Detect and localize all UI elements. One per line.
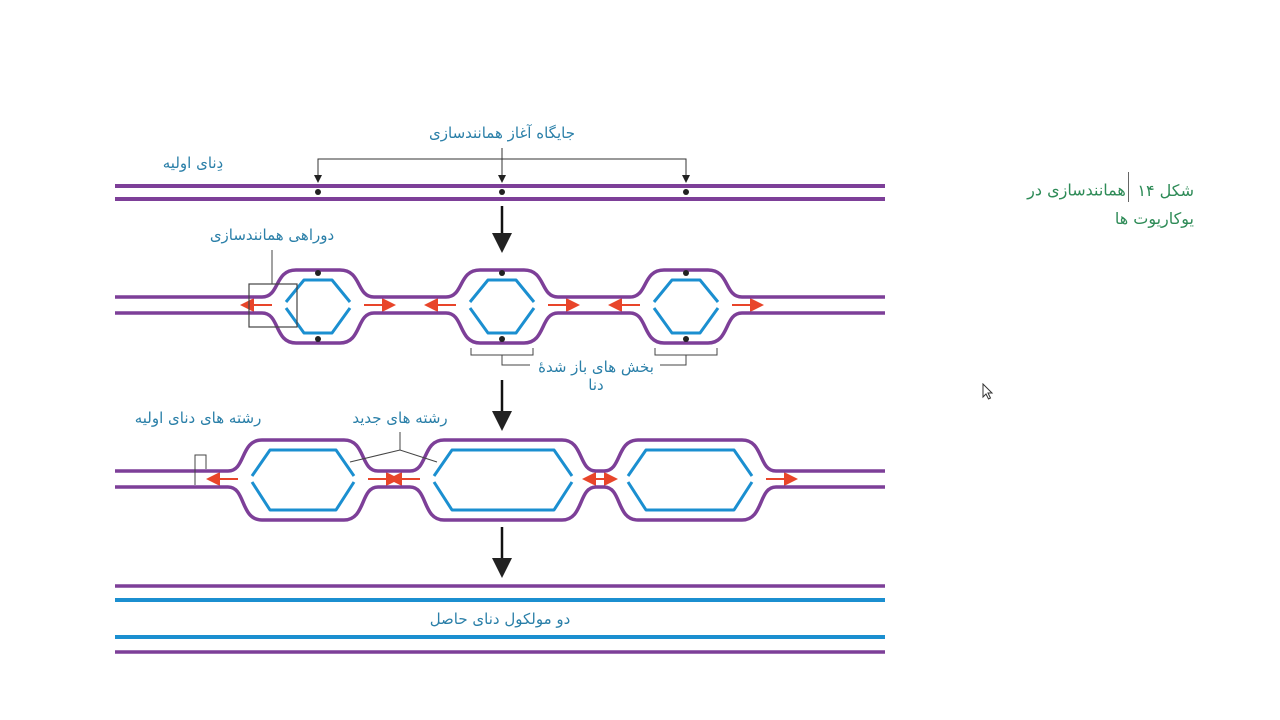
origin-dot [315, 336, 321, 342]
origin-dot [683, 270, 689, 276]
origin-dot [315, 270, 321, 276]
row2-parent-strand-bottom [115, 311, 885, 345]
fork-highlight-box [248, 283, 298, 328]
unwound-line2: دنا [588, 376, 604, 394]
new-strand-top [284, 278, 352, 303]
unwound-line1: بخش های باز شدۀ [538, 358, 654, 376]
caption-line1: همانندسازی در [1027, 180, 1126, 200]
new-strand-bottom [284, 307, 352, 335]
figure-caption: شکل ۱۴ همانندسازی در یوکاریوت ها [1027, 172, 1194, 232]
unwound-regions-label: بخش های باز شدۀ دنا [538, 358, 654, 394]
parent-strands-label: رشته های دنای اولیه [134, 409, 262, 427]
new-strand-bottom [468, 307, 536, 335]
parent-dna-label: دِنای اولیه [162, 154, 224, 172]
new-strand-bottom [652, 307, 720, 335]
unwound-leader-1 [501, 355, 530, 366]
origin-dot [499, 336, 505, 342]
origin-dot [683, 189, 689, 195]
caption-divider [1127, 172, 1130, 202]
new-strand-bottom [432, 481, 574, 512]
unwound-leader-2 [660, 355, 687, 366]
origin-dot [683, 336, 689, 342]
new-strand-top [432, 448, 574, 477]
caption-line2: یوکاریوت ها [1114, 209, 1194, 228]
new-strand-bottom [626, 481, 754, 512]
new-strand-top [626, 448, 754, 477]
new-strand-top [250, 448, 356, 477]
origin-label: جایگاه آغاز همانندسازی [429, 124, 575, 142]
row3-parent-strand-top [115, 438, 885, 473]
mouse-cursor-icon [982, 383, 994, 400]
origin-dot [315, 189, 321, 195]
origin-dot [499, 270, 505, 276]
unwound-bracket-1 [470, 348, 534, 356]
new-strands-label: رشته های جدید [352, 409, 448, 427]
new-strand-top [652, 278, 720, 303]
new-strand-top [468, 278, 536, 303]
row3-parent-strand-bottom [115, 485, 885, 522]
result-label: دو مولکول دنای حاصل [429, 610, 571, 628]
origin-dot [499, 189, 505, 195]
new-strand-bottom [250, 481, 356, 512]
parent-strands-bracket [194, 454, 207, 485]
replication-fork-label: دوراهی همانندسازی [209, 226, 335, 244]
figure-number: شکل ۱۴ [1137, 180, 1194, 200]
unwound-bracket-2 [654, 348, 718, 356]
